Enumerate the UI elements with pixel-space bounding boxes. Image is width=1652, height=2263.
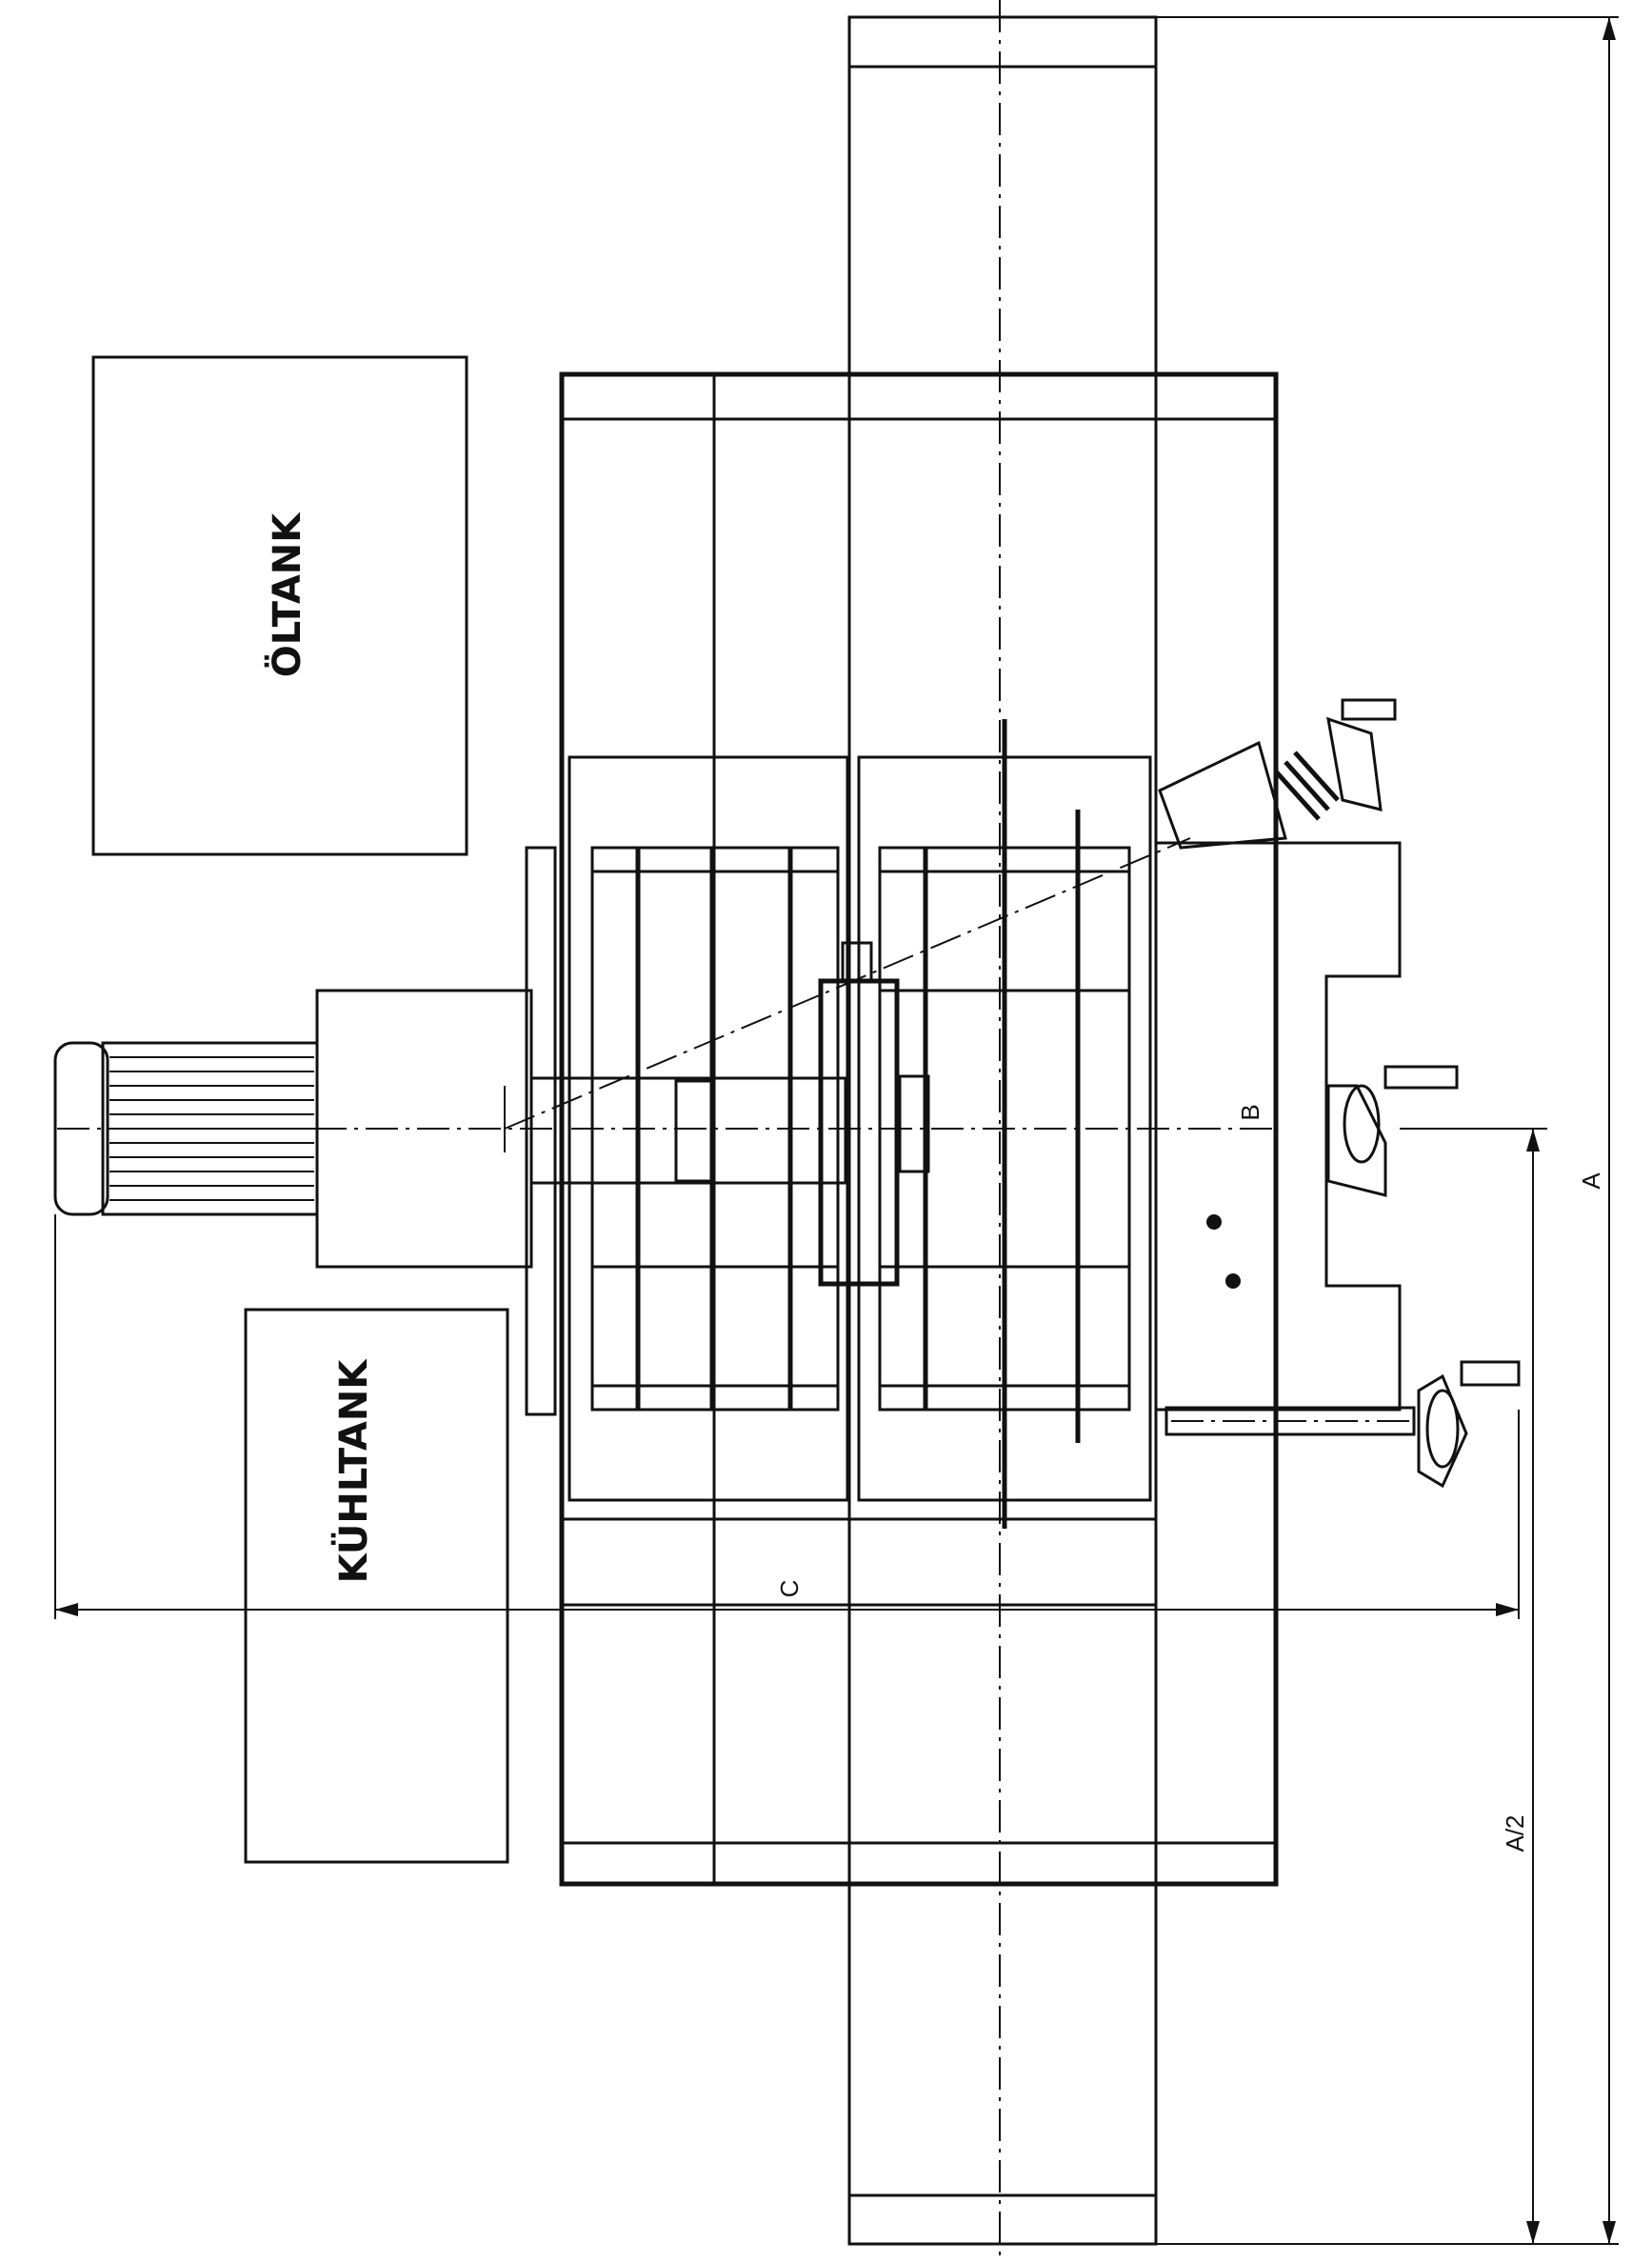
dimension-b-label: B [1236, 1104, 1264, 1120]
cross-slide [1156, 841, 1416, 1436]
work-table-left [567, 755, 849, 1502]
dimension-c: C [54, 1214, 1520, 1619]
dimension-a-half: A/2 [1400, 1128, 1547, 2244]
oil-tank-label: ÖLTANK [264, 511, 309, 677]
coolant-tank: KÜHLTANK [244, 1308, 509, 1864]
dimension-b: B [1236, 1104, 1264, 1120]
work-table-right [857, 719, 1152, 1529]
dimension-a-label: A [1577, 1172, 1605, 1190]
coolant-tank-label: KÜHLTANK [330, 1358, 376, 1584]
motor [53, 1041, 319, 1216]
dimension-a-half-label: A/2 [1501, 1814, 1529, 1852]
motor-cooling-fins [109, 1056, 314, 1201]
oil-tank: ÖLTANK [91, 355, 468, 856]
dimension-a: A [1156, 16, 1619, 2245]
dimension-c-label: C [775, 1580, 804, 1598]
center-lines [57, 0, 1276, 2263]
handwheel-lower [1417, 1360, 1521, 1489]
spindle-head [315, 837, 1191, 1416]
handwheel-middle [1326, 1065, 1459, 1197]
handwheel-upper [1158, 698, 1397, 850]
